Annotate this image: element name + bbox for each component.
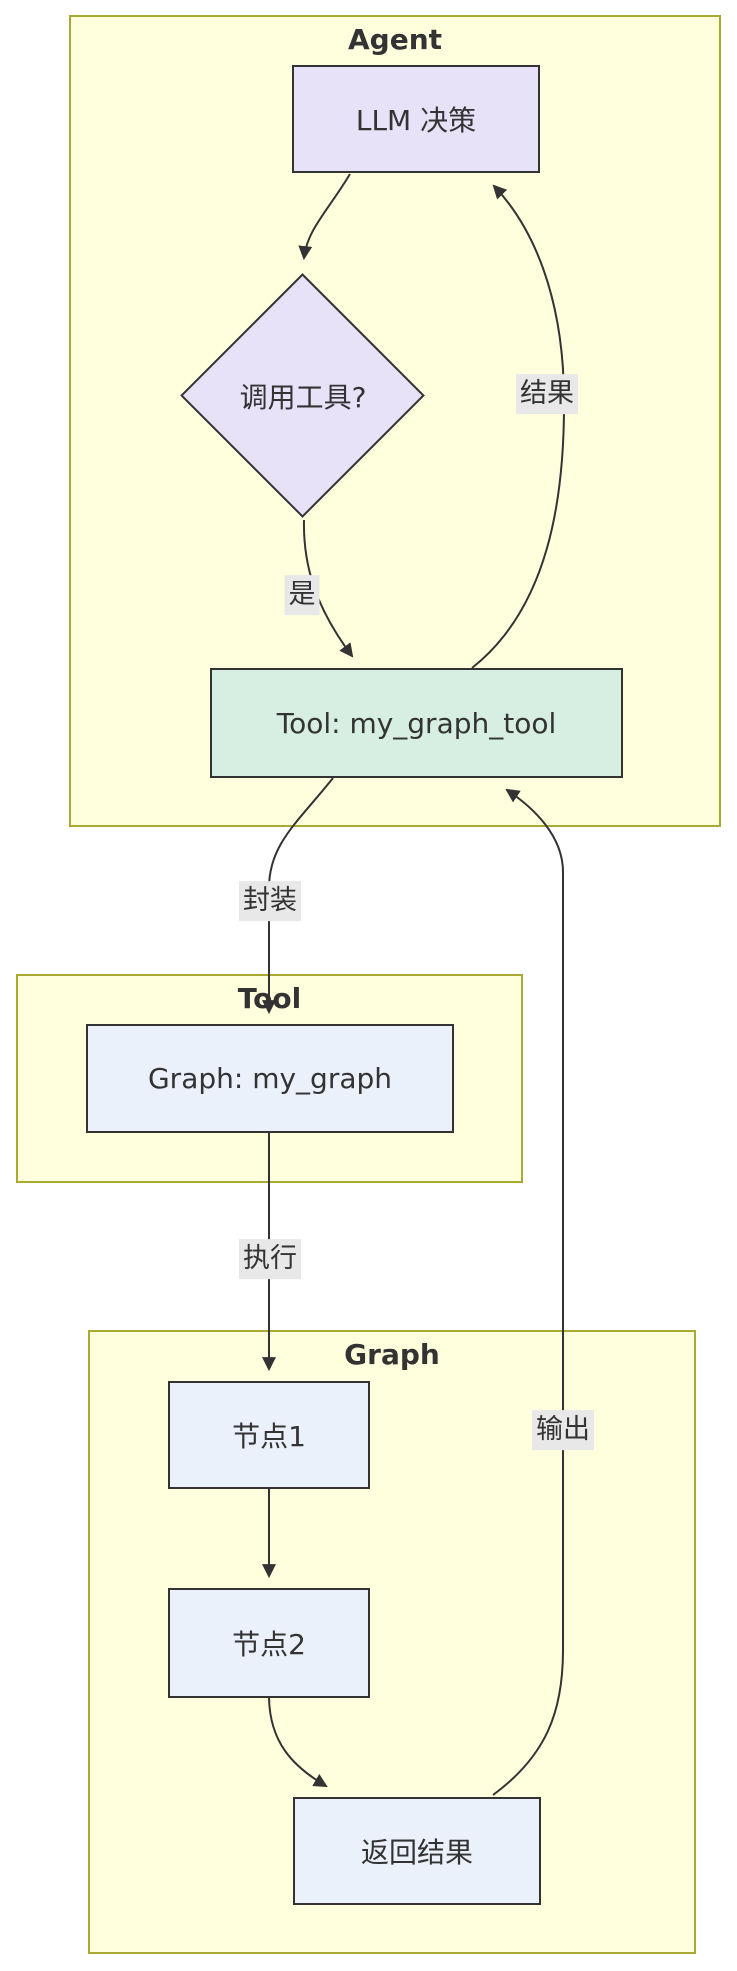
llm-node-label: LLM 决策 xyxy=(355,104,477,137)
node2-node: 节点2 xyxy=(168,1588,370,1698)
edge-llm-to-decision xyxy=(298,173,351,261)
decision-node-label: 调用工具? xyxy=(239,381,367,414)
graph-node: Graph: my_graph xyxy=(86,1024,454,1133)
tool-node-label: Tool: my_graph_tool xyxy=(276,706,557,740)
tool-node: Tool: my_graph_tool xyxy=(210,668,623,778)
edge-node2-to-result xyxy=(268,1697,328,1788)
node1-node-label: 节点1 xyxy=(232,1420,306,1453)
edge-label-output: 输出 xyxy=(532,1410,594,1450)
edge-result-to-tool-output xyxy=(492,788,564,1796)
result-node-label: 返回结果 xyxy=(360,1836,473,1869)
agent-cluster-title: Agent xyxy=(347,23,443,56)
edge-label-result: 结果 xyxy=(516,374,578,414)
edge-tool-to-llm-result xyxy=(471,184,566,669)
edge-label-execute: 执行 xyxy=(239,1239,301,1279)
result-node: 返回结果 xyxy=(293,1797,541,1905)
edge-label-yes: 是 xyxy=(284,575,320,615)
graph-node-label: Graph: my_graph xyxy=(147,1062,393,1095)
llm-node: LLM 决策 xyxy=(292,65,540,173)
edge-label-wrap: 封装 xyxy=(239,881,301,921)
node1-node: 节点1 xyxy=(168,1381,370,1489)
node2-node-label: 节点2 xyxy=(232,1628,306,1661)
graph-cluster-title: Graph xyxy=(344,1338,440,1371)
